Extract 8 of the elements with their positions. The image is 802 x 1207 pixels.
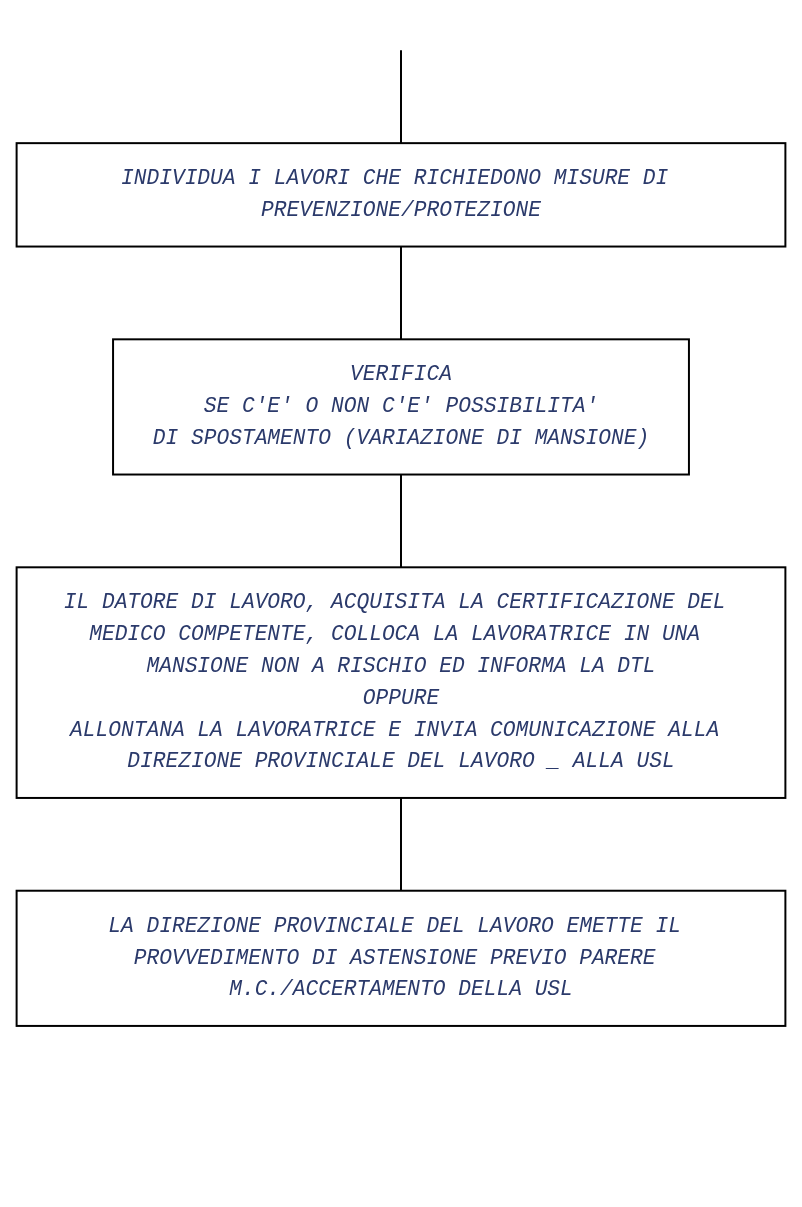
node-box: IL DATORE DI LAVORO, ACQUISITA LA CERTIFICAZIONE DEL MEDICO COMPETENTE, COLLOCA LA LAVORATRICE IN UNA MANSIONE NON A RISCHIO ED INFORMA LA DTL OPPURE ALLONTANA LA LAVORATRICE E INVIA COMUNICAZIONE ALLA DIREZIONE PROVINCIALE DEL LAVORO _ ALLA USL (15, 566, 787, 799)
node-box: LA DIREZIONE PROVINCIALE DEL LAVORO EMETTE IL PROVVEDIMENTO DI ASTENSIONE PREVIO PARERE M.C./ACCERTAMENTO DELLA USL (15, 889, 787, 1027)
node-box: INDIVIDUA I LAVORI CHE RICHIEDONO MISURE DI PREVENZIONE/PROTEZIONE (15, 142, 787, 248)
node-box: VERIFICA SE C'E' O NON C'E' POSSIBILITA' DI SPOSTAMENTO (VARIAZIONE DI MANSIONE) (112, 338, 690, 476)
connector (400, 473, 402, 569)
connector (400, 49, 402, 145)
connector (400, 245, 402, 341)
connector (400, 796, 402, 892)
